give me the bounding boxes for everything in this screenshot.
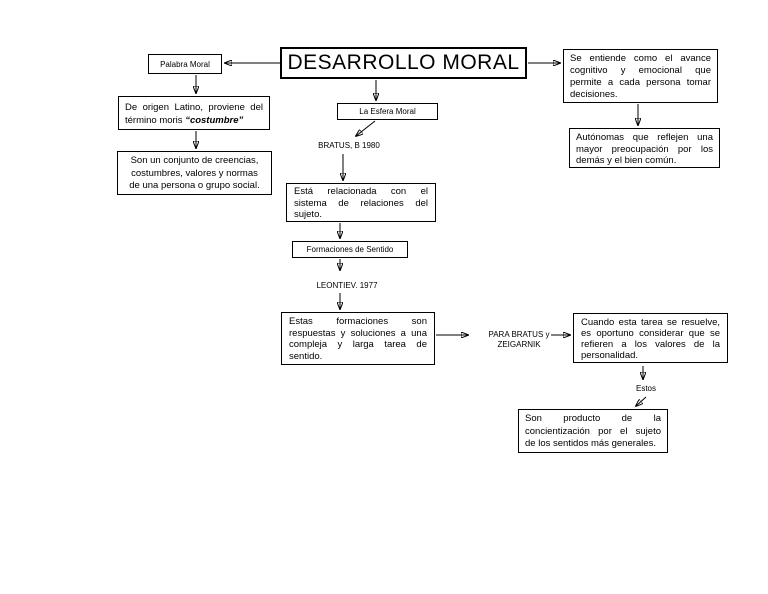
de-origen-line1: De origen Latino, proviene del <box>125 102 263 113</box>
node-cuando-esta-tarea: Cuando esta tarea se resuelve,es oportun… <box>573 313 728 363</box>
de-origen-costumbre: “costumbre” <box>185 115 244 126</box>
label-bratus-1980: BRATUS, B 1980 <box>318 141 380 150</box>
de-origen-line2: término moris “costumbre” <box>125 115 243 126</box>
label-estos: Estos <box>635 384 656 393</box>
node-formaciones-de-sentido: Formaciones de Sentido <box>292 241 408 258</box>
de-origen-line2-prefix: término moris <box>125 115 186 126</box>
label-leontiev-1977: LEONTIEV. 1977 <box>316 281 378 290</box>
node-de-origen-latino: De origen Latino, proviene del término m… <box>118 96 270 130</box>
node-desarrollo-moral-title: DESARROLLO MORAL <box>280 47 527 79</box>
node-la-esfera-moral: La Esfera Moral <box>337 103 438 120</box>
node-palabra-moral: Palabra Moral <box>148 54 222 74</box>
node-son-un-conjunto: Son un conjunto de creencias,costumbres,… <box>117 151 272 195</box>
arrow-estos-to-producto <box>636 396 647 406</box>
arrow-esfera-to-bratus <box>356 120 376 136</box>
